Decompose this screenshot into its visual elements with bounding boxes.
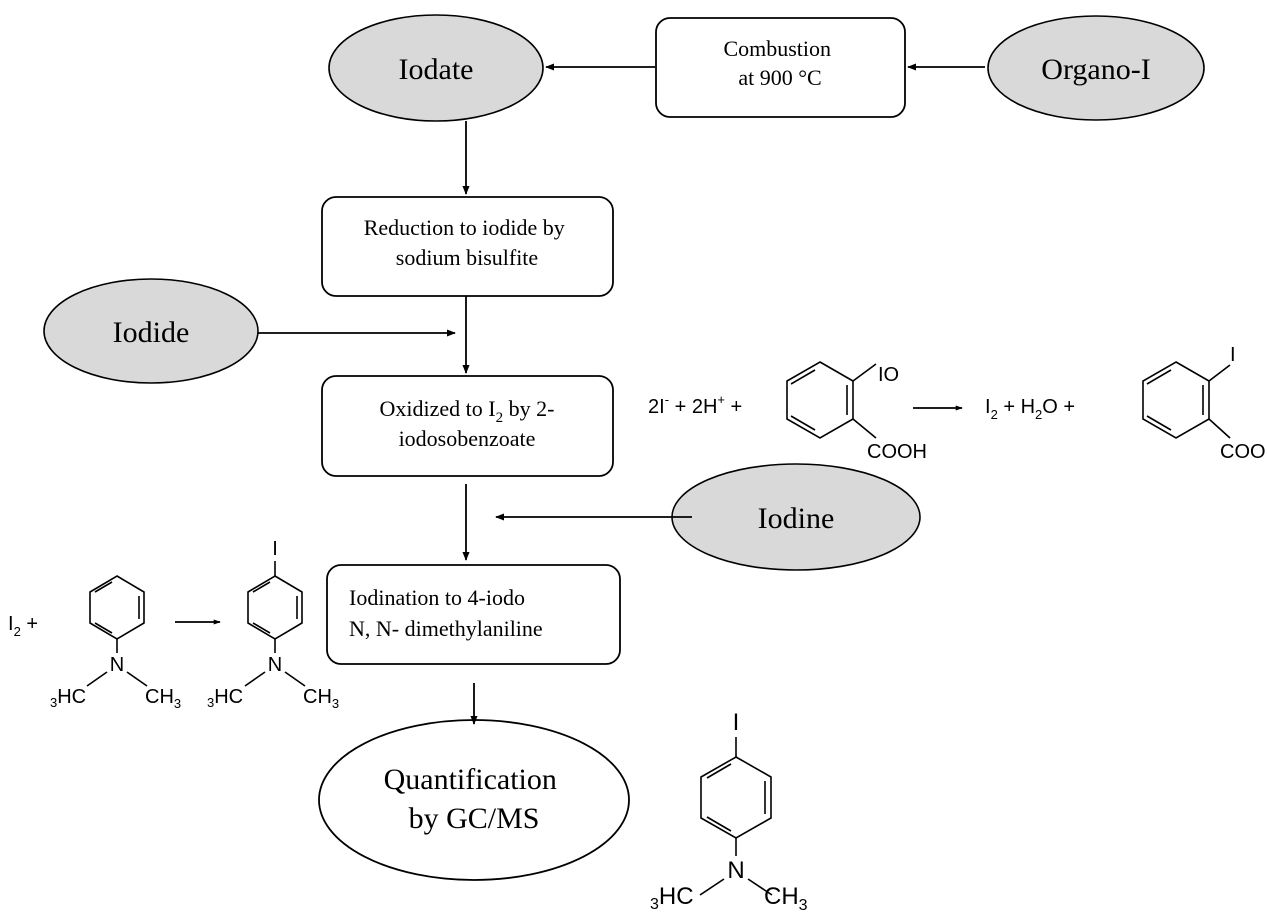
combustion-line-1: Combustion <box>723 36 831 61</box>
iodo-carboxyl: COOH <box>1220 441 1267 463</box>
product-left-methyl: 3HC <box>207 686 243 710</box>
node-iodide: Iodide <box>43 278 259 384</box>
oxidation-reactant-prefix: 2I- + 2H+ + <box>648 392 742 418</box>
iodoso-carboxyl: COOH <box>867 441 927 463</box>
final-product-structure: I N 3HC CH3 <box>650 709 808 913</box>
iodination-reactant: I2 + <box>8 613 38 639</box>
oxidation-product-prefix: I2 + H2O + <box>985 396 1075 422</box>
aniline-left-methyl: 3HC <box>50 686 86 710</box>
dimethylaniline-structure: N 3HC CH3 <box>50 575 181 711</box>
final-nitrogen: N <box>727 857 744 884</box>
iodobenzoic-acid-structure: I COOH <box>1142 344 1267 463</box>
iodine-label: Iodine <box>758 502 835 535</box>
product-nitrogen: N <box>268 654 282 676</box>
svg-text:Reduction to iodide by s: Reduction to iodide by sodium bisulfite <box>364 215 571 270</box>
node-iodine: Iodine <box>671 463 921 571</box>
iodosobenzoic-acid-structure: IO COOH <box>786 361 927 463</box>
node-iodination: Iodination to 4-iodo N, N- dimethylanili… <box>326 564 621 665</box>
iodo-substituent: I <box>1230 344 1236 366</box>
organo-i-label: Organo-I <box>1041 53 1150 86</box>
node-reduction: Reduction to iodide by sodium bisulfite <box>321 196 614 297</box>
oxidized-line-1: Oxidized to I2 by 2- <box>380 396 555 426</box>
combustion-line-2: at 900 °C <box>738 65 821 90</box>
product-right-methyl: CH3 <box>303 686 339 711</box>
aniline-nitrogen: N <box>110 654 124 676</box>
final-right-methyl: CH3 <box>764 883 808 913</box>
svg-text:Quantification by GC/MS: Quantification by GC/MS <box>384 763 565 835</box>
iodide-label: Iodide <box>113 316 190 349</box>
product-iodo-label: I <box>272 538 278 560</box>
final-left-methyl: 3HC <box>650 883 694 913</box>
node-combustion: Combustion at 900 °C <box>655 17 906 118</box>
svg-text:Iodination to 4-iodo N,: Iodination to 4-iodo N, N- dimethylanili… <box>349 585 543 641</box>
iodination-line-1: Iodination to 4-iodo <box>349 585 525 610</box>
svg-text:Combustion at 900 °C: Combustion at 900 °C <box>723 36 836 90</box>
reaction-oxidation: 2I- + 2H+ + IO COOH I2 + H2O + I COOH <box>648 344 1267 463</box>
quantification-line-2: by GC/MS <box>409 802 540 835</box>
iodate-label: Iodate <box>399 53 474 86</box>
reduction-line-2: sodium bisulfite <box>396 245 538 270</box>
iodoso-substituent: IO <box>878 364 899 386</box>
iododimethylaniline-structure: I N 3HC CH3 <box>207 538 339 711</box>
aniline-right-methyl: CH3 <box>145 686 181 711</box>
reduction-line-1: Reduction to iodide by <box>364 215 565 240</box>
reaction-iodination: I2 + N 3HC CH3 I <box>8 538 339 711</box>
node-organo-i: Organo-I <box>987 15 1205 121</box>
node-iodate: Iodate <box>328 14 544 122</box>
node-quantification: Quantification by GC/MS <box>318 719 630 881</box>
node-oxidized: Oxidized to I2 by 2- iodosobenzoate <box>321 375 614 477</box>
quantification-line-1: Quantification <box>384 763 557 796</box>
oxidized-line-2: iodosobenzoate <box>399 426 536 451</box>
final-iodo-label: I <box>733 709 740 736</box>
iodination-line-2: N, N- dimethylaniline <box>349 616 543 641</box>
